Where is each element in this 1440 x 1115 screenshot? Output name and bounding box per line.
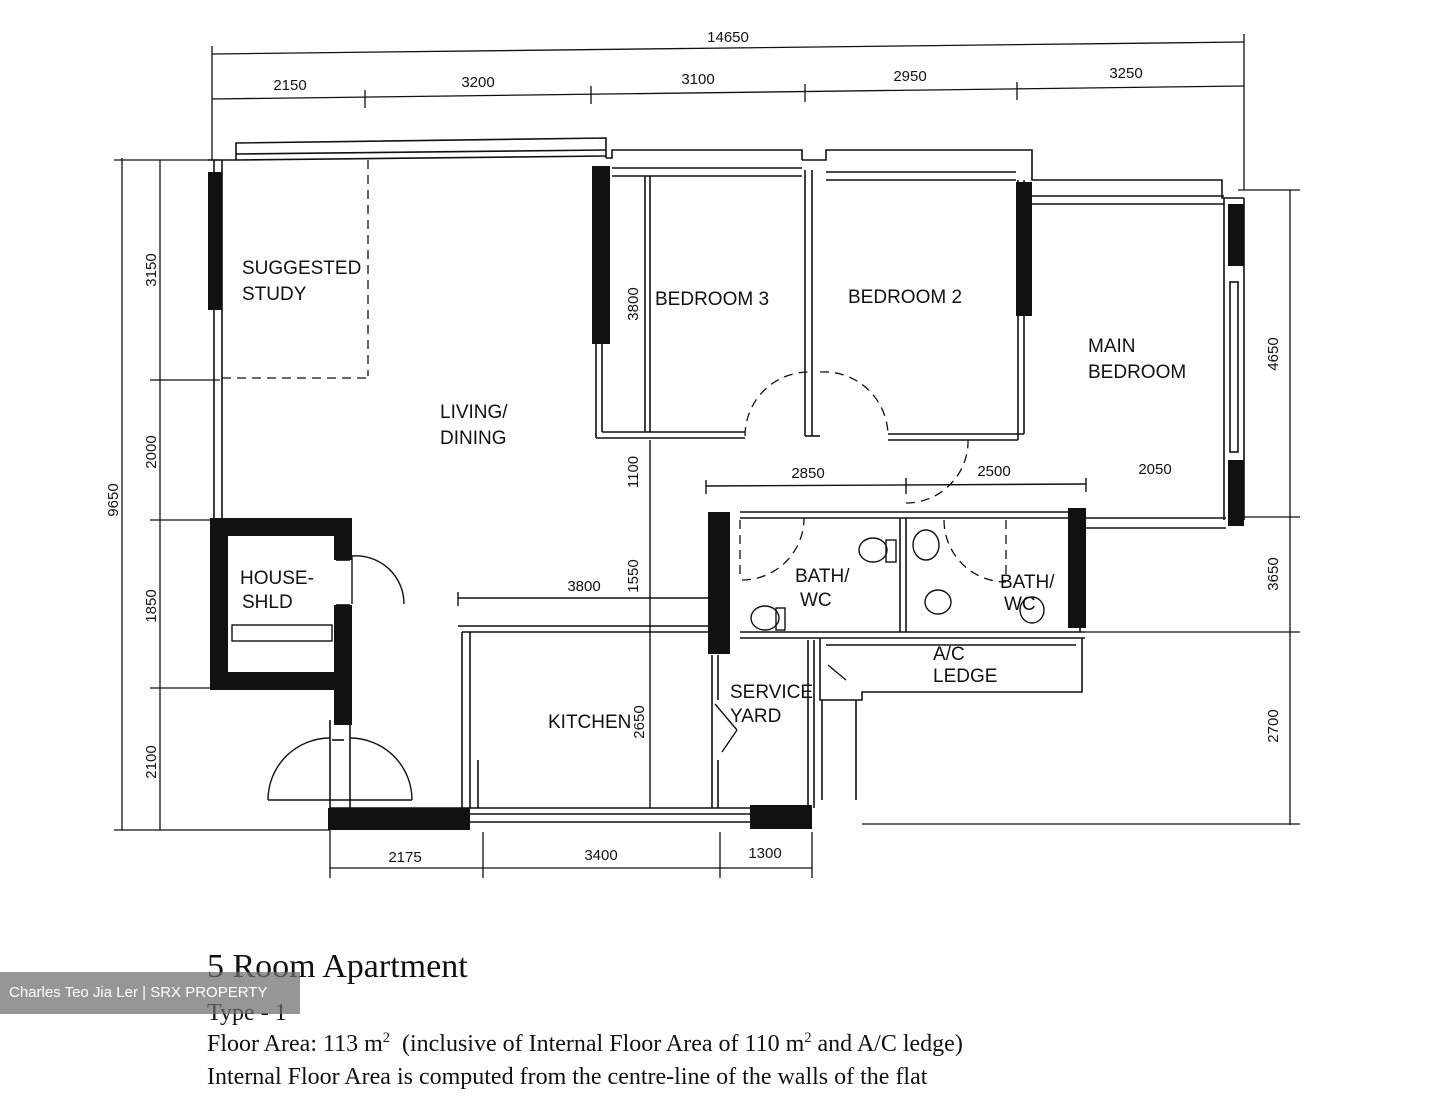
bath-dim-1: 2850 [791, 465, 824, 482]
room-label-bedroom2: BEDROOM 2 [848, 287, 962, 308]
internal-area-note: Internal Floor Area is computed from the… [207, 1064, 928, 1090]
left-dim-4: 2100 [143, 745, 160, 778]
bottom-dim-3: 1300 [748, 845, 781, 862]
room-label-service-yard: SERVICE [730, 682, 813, 703]
right-dim-2: 3650 [1265, 557, 1282, 590]
kitchen-depth-dim: 2650 [631, 705, 648, 738]
bottom-dim-2: 3400 [584, 847, 617, 864]
room-label-study: SUGGESTED [242, 258, 361, 279]
bottom-dim-1: 2175 [388, 849, 421, 866]
room-label-study-2: STUDY [242, 284, 307, 305]
left-dim-2: 2000 [143, 435, 160, 468]
left-dim-3: 1850 [143, 589, 160, 622]
room-label-bedroom3: BEDROOM 3 [655, 289, 769, 310]
floor-area-suffix: and A/C ledge) [811, 1031, 963, 1057]
left-dim-1: 3150 [143, 253, 160, 286]
bedroom3-depth-dim: 3800 [625, 287, 642, 320]
floor-area-text: Floor Area: 113 m2 (inclusive of Interna… [207, 1030, 963, 1058]
room-label-ac-ledge-2: LEDGE [933, 666, 997, 687]
top-dim-3: 3100 [681, 71, 714, 88]
overall-width-dim: 14650 [707, 29, 749, 46]
top-dim-5: 3250 [1109, 65, 1142, 82]
overall-depth-dim: 9650 [105, 483, 122, 516]
floor-area-mid: (inclusive of Internal Floor Area of 110… [389, 1031, 805, 1057]
floor-area-sup-1: 2 [382, 1030, 390, 1046]
bath-dim-2: 2500 [977, 463, 1010, 480]
kitchen-offset-dim: 1550 [625, 559, 642, 592]
room-label-bath1-2: WC [800, 590, 832, 611]
floor-plan-diagram: 14650 2150 3200 3100 2950 3250 9650 3150… [105, 29, 1300, 878]
room-label-household-shelter-2: SHLD [242, 592, 293, 613]
room-label-main-bedroom-2: BEDROOM [1088, 362, 1186, 383]
room-label-ac-ledge: A/C [933, 644, 965, 665]
room-label-bath2-2: WC [1004, 594, 1036, 615]
right-dim-1: 4650 [1265, 337, 1282, 370]
agent-watermark: Charles Teo Jia Ler | SRX PROPERTY [0, 972, 300, 1014]
floor-area-sup-2: 2 [804, 1030, 812, 1046]
room-label-household-shelter: HOUSE- [240, 568, 314, 589]
top-dim-1: 2150 [273, 77, 306, 94]
room-label-main-bedroom: MAIN [1088, 336, 1136, 357]
bath-dim-3: 2050 [1138, 461, 1171, 478]
room-label-living-2: DINING [440, 428, 507, 449]
floor-area-prefix: Floor Area: 113 m [207, 1031, 383, 1057]
top-dim-2: 3200 [461, 74, 494, 91]
room-label-kitchen: KITCHEN [548, 712, 631, 733]
room-label-living: LIVING/ [440, 402, 508, 423]
room-label-bath1: BATH/ [795, 566, 850, 587]
room-label-bath2: BATH/ [1000, 572, 1055, 593]
corridor-dim: 1100 [625, 456, 642, 488]
right-dim-3: 2700 [1265, 709, 1282, 742]
store-width-dim: 3800 [567, 578, 600, 595]
top-dim-4: 2950 [893, 68, 926, 85]
room-label-service-yard-2: YARD [730, 706, 781, 727]
